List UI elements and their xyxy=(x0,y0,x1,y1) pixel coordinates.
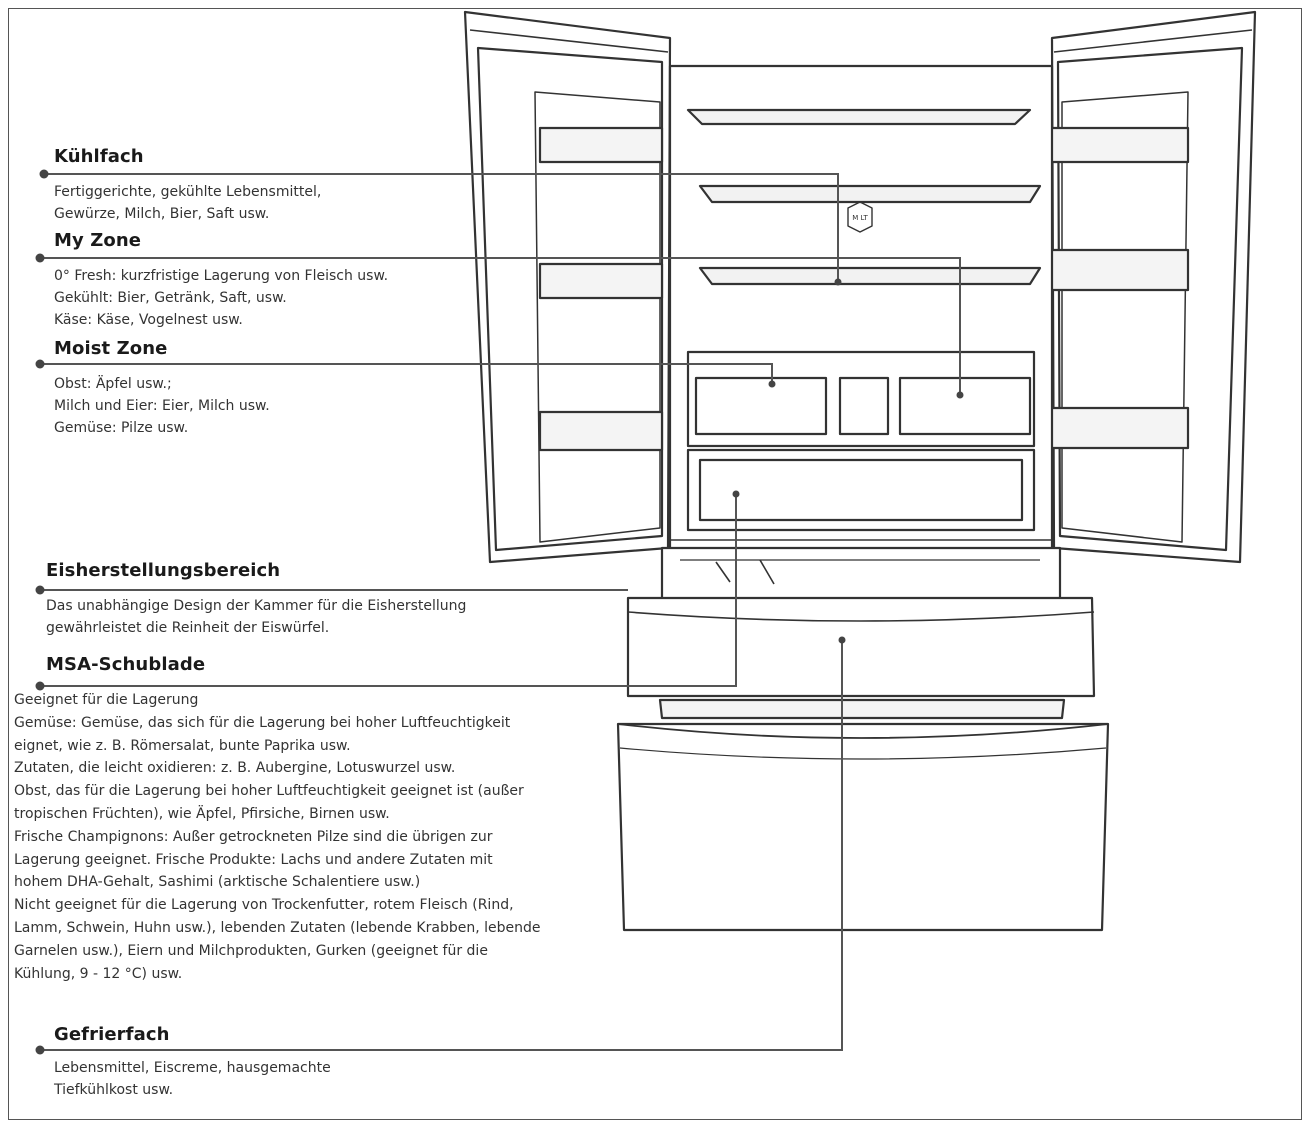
leader-myzone xyxy=(40,257,961,395)
zone-line: Tiefkühlkost usw. xyxy=(54,1082,174,1098)
zone-line: Nicht geeignet für die Lagerung von Troc… xyxy=(14,897,514,914)
zone-line: tropischen Früchten), wie Äpfel, Pfirsic… xyxy=(14,805,390,822)
right-door-bin-1 xyxy=(1048,126,1190,164)
leader-gefrier xyxy=(40,640,843,1051)
zone-line: Lebensmittel, Eiscreme, hausgemachte xyxy=(54,1060,331,1076)
zone-description: 0° Fresh: kurzfristige Lagerung von Flei… xyxy=(54,265,388,331)
zone-line: gewährleistet die Reinheit der Eiswürfel… xyxy=(46,620,330,636)
zone-title: Moist Zone xyxy=(54,338,168,359)
zone-description: Geeignet für die Lagerung Gemüse: Gemüse… xyxy=(14,689,540,985)
lower-cabinet xyxy=(660,546,1062,602)
zone-line: Gewürze, Milch, Bier, Saft usw. xyxy=(54,206,270,222)
zone-title: Eisherstellungsbereich xyxy=(46,560,281,581)
left-door xyxy=(463,10,672,564)
zone-line: Käse: Käse, Vogelnest usw. xyxy=(54,312,243,328)
zone-myzone: My Zone 0° Fresh: kurzfristige Lagerung … xyxy=(54,230,388,331)
zone-line: Gemüse: Pilze usw. xyxy=(54,420,189,436)
msa-drawer xyxy=(686,448,1036,532)
fridge-cabinet: M LT xyxy=(668,64,1054,552)
leader-kuehlfach xyxy=(44,173,839,282)
right-door-bin-3 xyxy=(1048,406,1190,450)
zone-msa: MSA-Schublade Geeignet für die Lagerung … xyxy=(14,654,540,985)
zone-line: Milch und Eier: Eier, Milch usw. xyxy=(54,398,270,414)
zone-line: Garnelen usw.), Eiern und Milchprodukten… xyxy=(14,942,488,959)
zone-title: Gefrierfach xyxy=(54,1024,170,1045)
fresh-badge-label: M LT xyxy=(852,214,868,222)
zone-line: Obst: Äpfel usw.; xyxy=(54,376,172,392)
zone-line: Lagerung geeignet. Frische Produkte: Lac… xyxy=(14,851,493,868)
zone-line: Das unabhängige Design der Kammer für di… xyxy=(46,598,467,614)
zone-line: 0° Fresh: kurzfristige Lagerung von Flei… xyxy=(54,268,389,284)
top-shelf xyxy=(686,108,1032,126)
diagram-frame xyxy=(8,8,1302,1120)
msa-drawer-front xyxy=(626,596,1096,720)
zone-line: eignet, wie z. B. Römersalat, bunte Papr… xyxy=(14,737,351,754)
zone-title: My Zone xyxy=(54,230,142,251)
zone-line: Gekühlt: Bier, Getränk, Saft, usw. xyxy=(54,290,287,306)
zone-line: Kühlung, 9 - 12 °C) usw. xyxy=(14,965,183,982)
shelf-3 xyxy=(698,266,1042,286)
myzone-drawer xyxy=(898,376,1032,436)
zone-line: Obst, das für die Lagerung bei hoher Luf… xyxy=(14,783,524,800)
leader-dots xyxy=(35,169,964,1055)
moist-drawer xyxy=(694,376,828,436)
zone-title: MSA-Schublade xyxy=(46,654,206,675)
middle-drawer xyxy=(838,376,890,436)
left-door-bin-1 xyxy=(538,126,664,164)
zone-line: hohem DHA-Gehalt, Sashimi (arktische Sch… xyxy=(14,874,421,891)
leader-moist xyxy=(40,363,773,384)
leader-msa xyxy=(40,494,737,687)
shelf-2 xyxy=(698,184,1042,204)
zone-description: Das unabhängige Design der Kammer für di… xyxy=(46,595,466,639)
zone-title: Kühlfach xyxy=(54,146,144,167)
left-door-bin-3 xyxy=(538,410,664,452)
freezer-drawer xyxy=(616,722,1110,932)
zone-gefrier: Gefrierfach Lebensmittel, Eiscreme, haus… xyxy=(54,1024,331,1101)
zone-description: Obst: Äpfel usw.; Milch und Eier: Eier, … xyxy=(54,373,270,439)
zone-line: Zutaten, die leicht oxidieren: z. B. Aub… xyxy=(14,760,456,777)
zone-line: Fertiggerichte, gekühlte Lebensmittel, xyxy=(54,184,322,200)
zone-line: Geeignet für die Lagerung xyxy=(14,692,199,708)
left-door-bin-2 xyxy=(538,262,664,300)
zone-line: Frische Champignons: Außer getrockneten … xyxy=(14,828,493,845)
zone-line: Lamm, Schwein, Huhn usw.), lebenden Zuta… xyxy=(14,919,541,936)
zone-kuehlfach: Kühlfach Fertiggerichte, gekühlte Lebens… xyxy=(54,146,321,225)
zone-description: Lebensmittel, Eiscreme, hausgemachte Tie… xyxy=(54,1057,331,1101)
zone-line: Gemüse: Gemüse, das sich für die Lagerun… xyxy=(14,714,511,731)
zone-eis: Eisherstellungsbereich Das unabhängige D… xyxy=(46,560,466,639)
drawer-row xyxy=(686,350,1036,448)
right-door xyxy=(1048,10,1257,564)
leader-lines xyxy=(40,173,961,1051)
right-door-bin-2 xyxy=(1048,248,1190,292)
zone-description: Fertiggerichte, gekühlte Lebensmittel, G… xyxy=(54,181,321,225)
zone-moist: Moist Zone Obst: Äpfel usw.; Milch und E… xyxy=(54,338,270,439)
fresh-badge xyxy=(847,201,873,233)
